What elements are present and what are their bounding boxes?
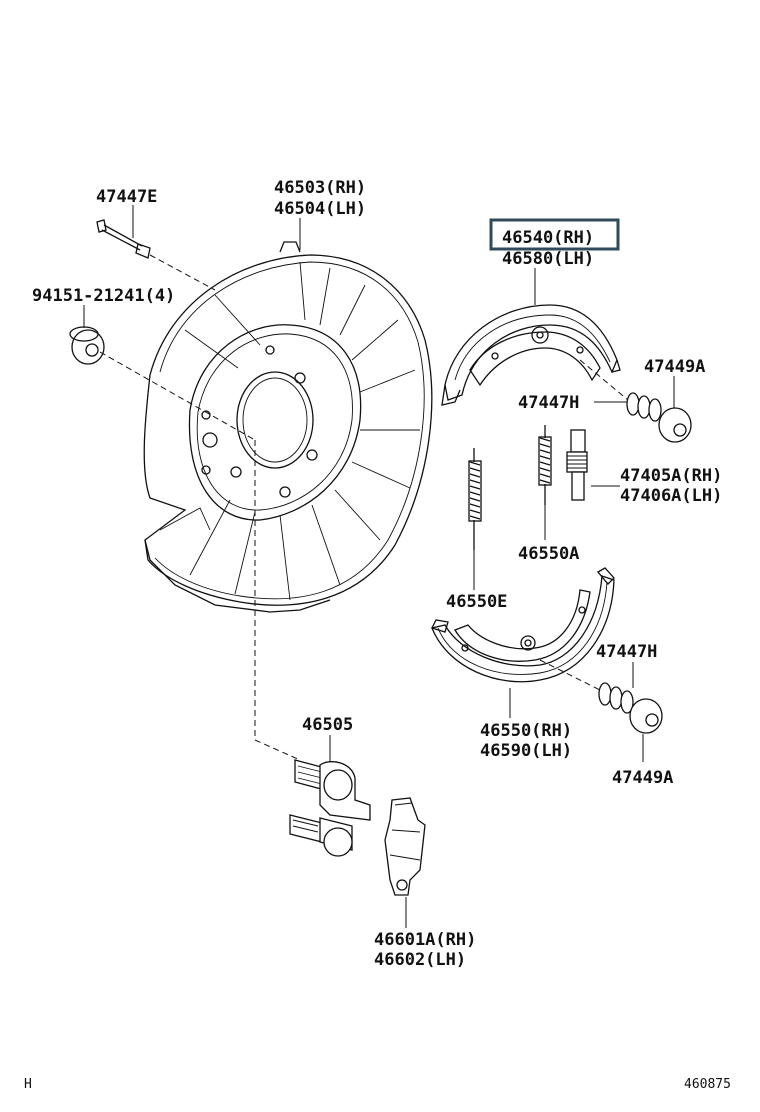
- label-47449a-bottom: 47449A: [612, 768, 673, 788]
- hold-down-spring-upper-drawing: [626, 392, 692, 443]
- hold-down-spring-lower-drawing: [598, 682, 663, 734]
- label-47447e: 47447E: [96, 187, 157, 207]
- brake-shoe-lower-drawing: [431, 567, 615, 683]
- leader-lines: [83, 205, 675, 928]
- label-94151-21241: 94151-21241(4): [32, 286, 175, 306]
- label-46550: 46550(RH): [480, 721, 572, 741]
- label-46550a: 46550A: [518, 544, 579, 564]
- assembly-line-upper-spring: [579, 359, 629, 401]
- adjuster-47405a-drawing: [566, 429, 588, 501]
- nut-94151-drawing: [69, 326, 105, 365]
- label-47406a: 47406A(LH): [620, 486, 722, 506]
- pin-47447e-drawing: [96, 219, 151, 259]
- footer-left-code: H: [24, 1077, 32, 1092]
- label-46505: 46505: [302, 715, 353, 735]
- label-47447h-top: 47447H: [518, 393, 579, 413]
- bracket-46601a-drawing: [384, 797, 426, 896]
- assembly-line-nut: [99, 351, 256, 441]
- brake-shoe-upper-drawing: [441, 304, 621, 406]
- label-46503: 46503(RH): [274, 178, 366, 198]
- label-46550e: 46550E: [446, 592, 507, 612]
- label-46602: 46602(LH): [374, 950, 466, 970]
- label-46540[interactable]: 46540(RH): [502, 228, 594, 248]
- highlight-box-46540: [489, 218, 620, 251]
- assembly-line-lower-spring: [539, 659, 601, 691]
- footer-right-code: 460875: [684, 1077, 731, 1092]
- assembly-line-pin: [149, 254, 216, 291]
- backing-plate-drawing: [143, 241, 433, 613]
- label-47405a: 47405A(RH): [620, 466, 722, 486]
- label-46504: 46504(LH): [274, 199, 366, 219]
- label-47449a-top: 47449A: [644, 357, 705, 377]
- label-46590: 46590(LH): [480, 741, 572, 761]
- assembly-line-vertical: [254, 440, 301, 761]
- label-47447h-bottom: 47447H: [596, 642, 657, 662]
- spring-46550e-drawing: [468, 448, 482, 550]
- lever-46505-drawing: [289, 759, 371, 857]
- label-46601a: 46601A(RH): [374, 930, 476, 950]
- spring-46550a-drawing: [538, 425, 552, 505]
- label-46580: 46580(LH): [502, 249, 594, 269]
